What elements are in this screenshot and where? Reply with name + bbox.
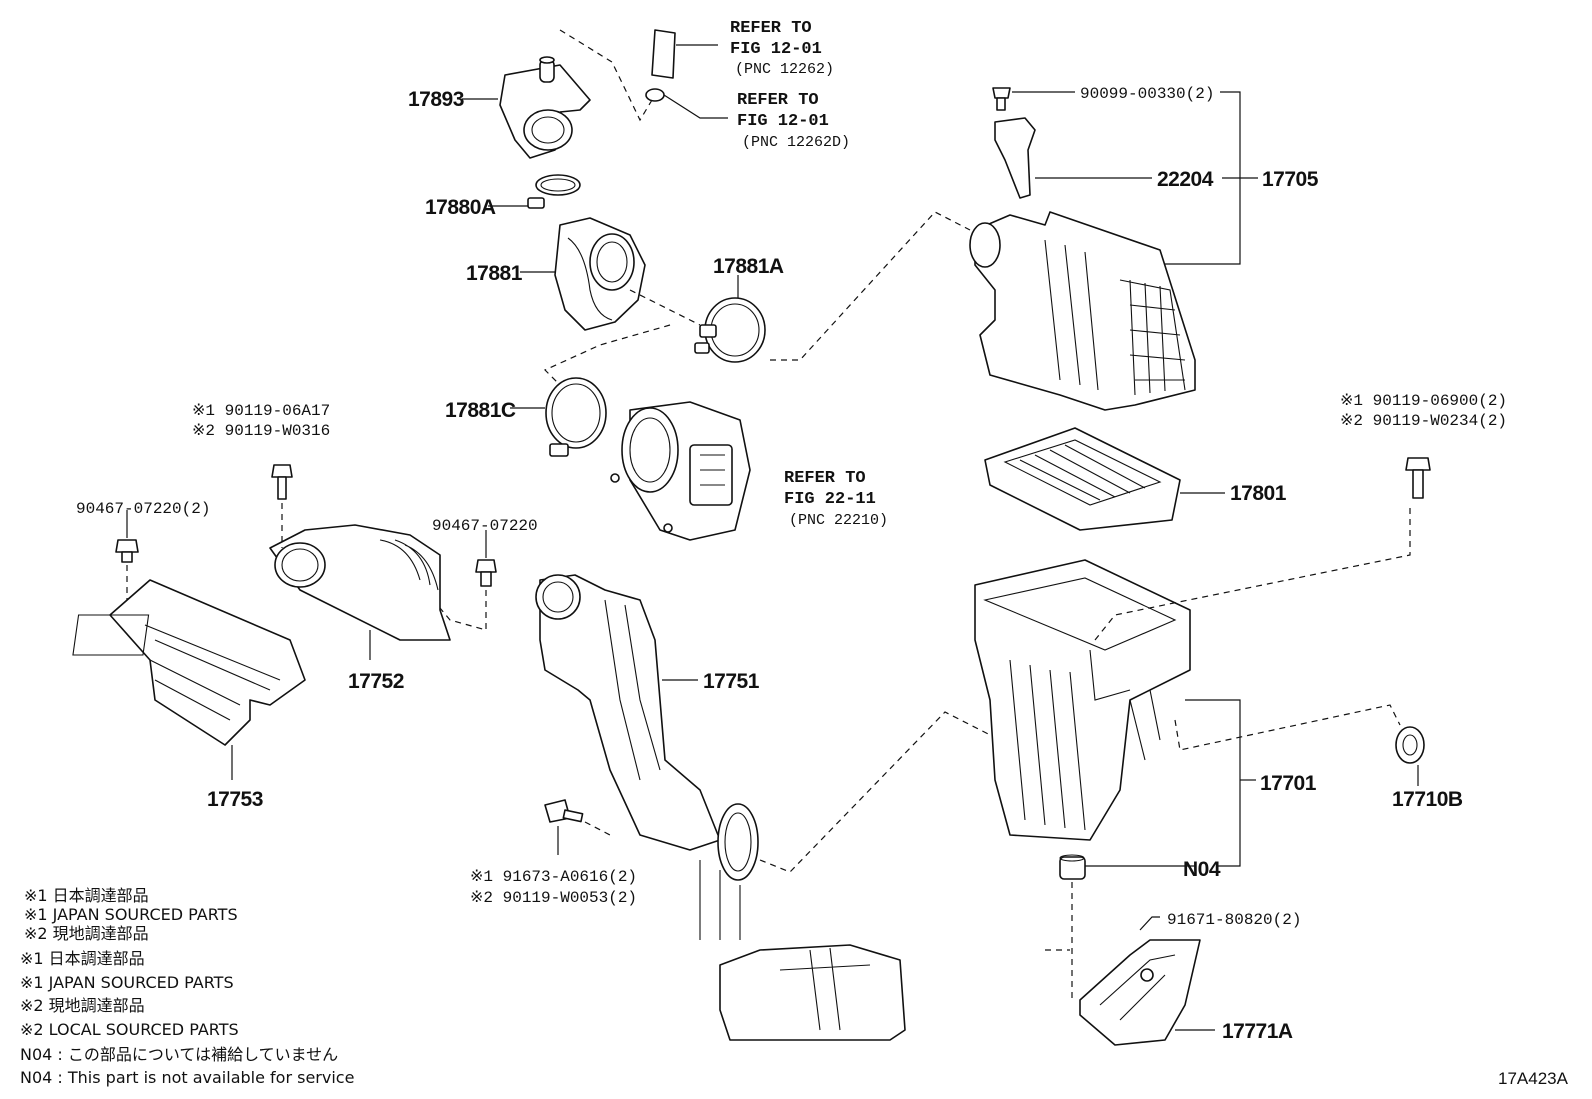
bolt-90467-07220-2[interactable] bbox=[115, 539, 139, 563]
svg-text:※2 90119-W0316: ※2 90119-W0316 bbox=[192, 422, 330, 440]
part-17752-duct[interactable] bbox=[269, 524, 451, 641]
svg-text:※1 91673-A0616(2): ※1 91673-A0616(2) bbox=[470, 868, 637, 886]
svg-text:(PNC 12262): (PNC 12262) bbox=[735, 61, 834, 78]
label-91671-80820: 91671-80820(2) bbox=[1167, 911, 1301, 929]
label-17880A: 17880A bbox=[425, 196, 496, 219]
part-22204-sensor[interactable] bbox=[994, 117, 1036, 199]
bolt-90099-00330[interactable] bbox=[992, 87, 1011, 111]
svg-text:※1 90119-06900(2): ※1 90119-06900(2) bbox=[1340, 392, 1507, 410]
svg-text:REFER TO: REFER TO bbox=[737, 91, 819, 110]
bolt-91673-A0616[interactable] bbox=[544, 799, 584, 823]
bolt-90119-06A17[interactable] bbox=[271, 464, 293, 500]
svg-text:※1 JAPAN SOURCED PARTS: ※1 JAPAN SOURCED PARTS bbox=[20, 973, 234, 992]
part-17710B-grommet[interactable] bbox=[1395, 726, 1425, 764]
part-17701-case[interactable] bbox=[974, 559, 1191, 841]
part-17880A-clamp[interactable] bbox=[527, 174, 581, 209]
part-17801-filter[interactable] bbox=[984, 427, 1181, 531]
label-17801: 17801 bbox=[1230, 482, 1287, 505]
svg-text:※2 現地調達部品: ※2 現地調達部品 bbox=[24, 924, 149, 943]
svg-text:※1 日本調達部品: ※1 日本調達部品 bbox=[24, 886, 149, 905]
svg-text:※2 現地調達部品: ※2 現地調達部品 bbox=[20, 996, 145, 1015]
label-17881A: 17881A bbox=[713, 255, 784, 278]
part-17893-resonator[interactable] bbox=[499, 56, 591, 159]
label-17881: 17881 bbox=[466, 262, 523, 285]
label-N04: N04 bbox=[1183, 858, 1221, 881]
label-90467-07220-2: 90467-07220(2) bbox=[76, 500, 210, 518]
label-17705: 17705 bbox=[1262, 168, 1319, 191]
alt-parts-91673-A0616: ※1 91673-A0616(2) ※2 90119-W0053(2) bbox=[470, 868, 637, 907]
part-17705-cap[interactable] bbox=[969, 211, 1196, 411]
svg-text:※1 日本調達部品: ※1 日本調達部品 bbox=[20, 949, 145, 968]
refer-fig-12-01-b: REFER TO FIG 12-01 (PNC 12262D) bbox=[737, 91, 850, 151]
svg-text:N04 : This part is not availab: N04 : This part is not available for ser… bbox=[20, 1068, 354, 1087]
svg-text:REFER TO: REFER TO bbox=[784, 469, 866, 488]
svg-text:※2 LOCAL SOURCED PARTS: ※2 LOCAL SOURCED PARTS bbox=[20, 1020, 239, 1039]
svg-text:※1 90119-06A17: ※1 90119-06A17 bbox=[192, 402, 330, 420]
svg-text:(PNC 12262D): (PNC 12262D) bbox=[742, 134, 850, 151]
refer-fig-12-01-a: REFER TO FIG 12-01 (PNC 12262) bbox=[730, 19, 834, 78]
label-17752: 17752 bbox=[348, 670, 404, 693]
svg-text:FIG 22-11: FIG 22-11 bbox=[784, 490, 876, 509]
bolt-90467-07220[interactable] bbox=[475, 559, 497, 587]
part-17881A-clamp[interactable] bbox=[694, 297, 766, 363]
label-17753: 17753 bbox=[207, 788, 263, 811]
label-17701: 17701 bbox=[1260, 772, 1317, 795]
label-17881C: 17881C bbox=[445, 399, 516, 422]
part-17771A-bracket[interactable] bbox=[1079, 939, 1201, 1046]
svg-text:FIG 12-01: FIG 12-01 bbox=[730, 40, 822, 59]
footnotes: ※1 日本調達部品 ※1 JAPAN SOURCED PARTS ※2 現地調達… bbox=[20, 886, 354, 1087]
label-90099-00330: 90099-00330(2) bbox=[1080, 85, 1214, 103]
figure-id: 17A423A bbox=[1498, 1069, 1569, 1088]
label-90467-07220: 90467-07220 bbox=[432, 517, 538, 535]
svg-text:N04 : この部品については補給していません: N04 : この部品については補給していません bbox=[20, 1045, 338, 1064]
part-throttle-body[interactable] bbox=[610, 401, 751, 541]
label-17893: 17893 bbox=[408, 88, 464, 111]
svg-text:※2 90119-W0234(2): ※2 90119-W0234(2) bbox=[1340, 412, 1507, 430]
bolt-90119-06900[interactable] bbox=[1405, 457, 1431, 499]
part-lower-duct[interactable] bbox=[719, 944, 906, 1041]
svg-text:REFER TO: REFER TO bbox=[730, 19, 812, 38]
part-N04-grommet[interactable] bbox=[1059, 854, 1086, 880]
alt-parts-90119-06900: ※1 90119-06900(2) ※2 90119-W0234(2) bbox=[1340, 392, 1507, 430]
part-17751-inlet[interactable] bbox=[535, 574, 759, 940]
svg-text:FIG 12-01: FIG 12-01 bbox=[737, 112, 829, 131]
part-17881C-clamp[interactable] bbox=[545, 377, 607, 457]
refer-fig-22-11: REFER TO FIG 22-11 (PNC 22210) bbox=[784, 469, 888, 529]
svg-text:※2 90119-W0053(2): ※2 90119-W0053(2) bbox=[470, 889, 637, 907]
svg-text:(PNC 22210): (PNC 22210) bbox=[789, 512, 888, 529]
label-17751: 17751 bbox=[703, 670, 760, 693]
part-17753-duct[interactable] bbox=[72, 579, 306, 746]
alt-parts-90119-06A17: ※1 90119-06A17 ※2 90119-W0316 bbox=[192, 402, 330, 440]
svg-text:※1 JAPAN SOURCED PARTS: ※1 JAPAN SOURCED PARTS bbox=[24, 905, 238, 924]
part-17881-hose[interactable] bbox=[554, 217, 646, 331]
label-17710B: 17710B bbox=[1392, 788, 1463, 811]
label-22204: 22204 bbox=[1157, 168, 1214, 191]
label-17771A: 17771A bbox=[1222, 1020, 1293, 1043]
